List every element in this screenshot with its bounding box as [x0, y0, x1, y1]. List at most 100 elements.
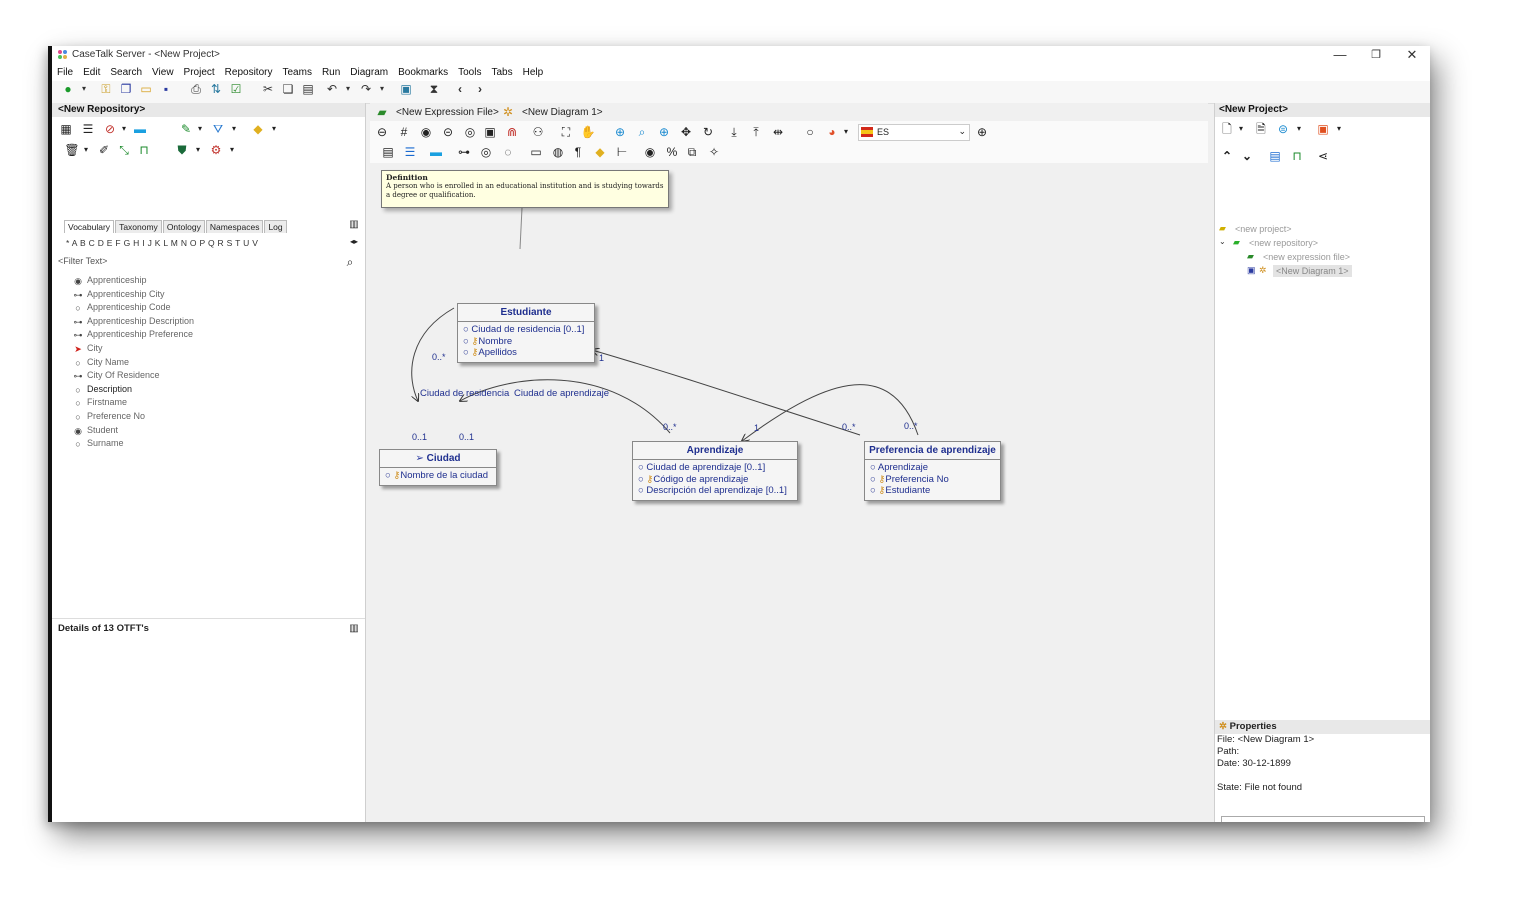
entity-attribute[interactable]: ○ ⚷Código de aprendizaje [638, 473, 749, 485]
gear-icon[interactable]: ⚙ [210, 143, 222, 157]
paste-icon[interactable]: ▤ [302, 82, 314, 96]
eye-icon[interactable]: ◉ [644, 145, 656, 159]
chevron-down-icon[interactable]: ⌄ [1241, 149, 1253, 163]
language-select[interactable]: ES ⌄ [858, 124, 970, 141]
menu-project[interactable]: Project [183, 67, 215, 78]
key-icon[interactable]: ⚿ [101, 82, 111, 96]
list-item[interactable]: ➤City [72, 343, 194, 357]
checklist-icon[interactable]: ☑ [230, 82, 242, 96]
alphabet-index[interactable]: * A B C D E F G H I J K L M N O P Q R S … [66, 238, 259, 248]
record-icon[interactable]: ◉ [420, 125, 432, 139]
copy-project-icon[interactable]: ❐ [120, 82, 132, 96]
table-view-icon[interactable]: ▤ [382, 145, 394, 159]
dropdown-arrow-icon[interactable]: ▾ [81, 84, 86, 93]
distribute-icon[interactable]: ⇹ [772, 125, 784, 139]
entity-attribute[interactable]: ○ ⚷Estudiante [870, 485, 931, 496]
percent-icon[interactable]: % [666, 145, 678, 159]
forward-icon[interactable]: › [478, 82, 482, 96]
new-icon[interactable]: ● [64, 82, 72, 96]
compass-icon[interactable]: ⊘ [104, 122, 116, 136]
menu-help[interactable]: Help [522, 67, 544, 78]
shield-dropdown-icon[interactable]: ▾ [195, 145, 200, 154]
entity-attribute[interactable]: ○ Ciudad de residencia [0..1] [463, 324, 585, 335]
circle-line-icon[interactable]: ⊝ [442, 125, 454, 139]
connect-icon[interactable]: ⤡ [119, 143, 129, 157]
tab-ontology[interactable]: Ontology [162, 220, 205, 233]
pen-icon[interactable]: ✎ [180, 122, 192, 136]
rect-icon[interactable]: ▭ [530, 145, 542, 159]
link-icon[interactable]: ⊶ [458, 145, 470, 159]
expand-icon[interactable]: ⌄ [1219, 237, 1226, 246]
oval-icon[interactable]: ◎ [480, 145, 492, 159]
sync-icon[interactable]: ⊜ [1277, 122, 1289, 136]
stop-icon[interactable]: ▣ [1317, 122, 1329, 136]
menu-teams[interactable]: Teams [282, 67, 312, 78]
table-icon[interactable]: ▦ [60, 122, 72, 136]
menu-search[interactable]: Search [110, 67, 143, 78]
gear-dropdown-icon[interactable]: ▾ [229, 145, 234, 154]
filter-icon[interactable]: ⛛ [212, 122, 224, 136]
entity-attribute[interactable]: ○ ⚷Nombre [463, 335, 513, 347]
details-columns-icon[interactable]: ▥ [349, 623, 359, 634]
list-item[interactable]: ○Firstname [72, 397, 194, 411]
filter-dropdown-icon[interactable]: ▾ [231, 124, 236, 133]
chevron-up-icon[interactable]: ⌃ [1221, 149, 1233, 163]
list-item[interactable]: ◉Student [72, 425, 194, 439]
zoom-fit-icon[interactable]: ⊖ [376, 125, 388, 139]
people-icon[interactable]: ⚇ [532, 125, 544, 139]
box-icon[interactable]: ▣ [484, 125, 496, 139]
zoom-icon[interactable]: ⌕ [638, 125, 646, 139]
color-icon[interactable]: ◕ [828, 125, 836, 139]
window-icon[interactable]: ▤ [1269, 149, 1281, 163]
entity-ciudad[interactable]: ➢ Ciudad ○ ⚷Nombre de la ciudad [379, 449, 497, 486]
edit-icon[interactable]: ✐ [98, 143, 110, 157]
compass-dropdown-icon[interactable]: ▾ [121, 124, 126, 133]
circle-icon[interactable]: ○ [806, 125, 814, 139]
diagram-area[interactable]: ▰ <New Expression File> ✲ <New Diagram 1… [370, 103, 1208, 822]
tab-namespaces[interactable]: Namespaces [205, 220, 264, 233]
hourglass-icon[interactable]: ⧗ [429, 82, 439, 96]
minimize-button[interactable]: — [1333, 47, 1347, 62]
open-folder-icon[interactable]: ▭ [140, 82, 152, 96]
copy-icon[interactable]: ❏ [282, 82, 294, 96]
align-top-icon[interactable]: ⤒ [753, 125, 759, 139]
menu-repository[interactable]: Repository [224, 67, 273, 78]
filter-input[interactable]: <Filter Text> [58, 256, 108, 266]
color-dropdown-icon[interactable]: ▾ [843, 127, 848, 136]
list-item[interactable]: ⊶Apprenticeship Description [73, 315, 195, 327]
sync-dropdown-icon[interactable]: ▾ [1296, 124, 1301, 133]
dashed-circle-icon[interactable]: ◌ [504, 145, 512, 159]
entity-attribute[interactable]: ○ Descripción del aprendizaje [0..1] [638, 485, 787, 496]
select-area-icon[interactable]: ⛶ [561, 125, 571, 139]
tab-taxonomy[interactable]: Taxonomy [115, 220, 162, 233]
shield-icon[interactable]: ⛊ [177, 143, 187, 157]
magnet-icon[interactable]: ⋒ [506, 125, 518, 139]
note-icon[interactable]: ▬ [430, 145, 442, 159]
entity-attribute[interactable]: ○ Ciudad de aprendizaje [0..1] [638, 462, 766, 473]
tab-diagram[interactable]: <New Diagram 1> [522, 107, 603, 118]
list-item[interactable]: ○City Name [72, 357, 194, 371]
new-file-dropdown-icon[interactable]: ▾ [1238, 124, 1243, 133]
list-item[interactable]: ⊶Apprenticeship City [73, 288, 165, 300]
delete-dropdown-icon[interactable]: ▾ [83, 145, 88, 154]
pilcrow-icon[interactable]: ¶ [574, 145, 582, 159]
bookmark-icon[interactable]: ▣ [400, 82, 412, 96]
share-icon[interactable]: ⋖ [1317, 149, 1329, 163]
tag-dropdown-icon[interactable]: ▾ [271, 124, 276, 133]
tab-log[interactable]: Log [264, 220, 287, 233]
restore-button[interactable]: ❐ [1371, 49, 1381, 61]
ball-icon[interactable]: ◍ [552, 145, 564, 159]
save-icon[interactable]: ▪ [163, 82, 169, 96]
grid-icon[interactable]: # [400, 125, 408, 139]
menu-run[interactable]: Run [321, 67, 341, 78]
entity-attribute[interactable]: ○ ⚷Preferencia No [870, 473, 949, 485]
search-icon[interactable]: ⌕ [346, 255, 354, 269]
redo-icon[interactable]: ↷ [360, 82, 372, 96]
entity-estudiante[interactable]: Estudiante ○ Ciudad de residencia [0..1]… [457, 303, 595, 363]
menu-file[interactable]: File [57, 67, 74, 78]
entity-attribute[interactable]: ○ ⚷Apellidos [463, 347, 517, 358]
target-icon[interactable]: ◎ [464, 125, 476, 139]
delete-icon[interactable]: 🗑 [64, 143, 80, 157]
comment-icon[interactable]: ▬ [134, 122, 146, 136]
columns-icon[interactable]: ▥ [349, 219, 359, 230]
